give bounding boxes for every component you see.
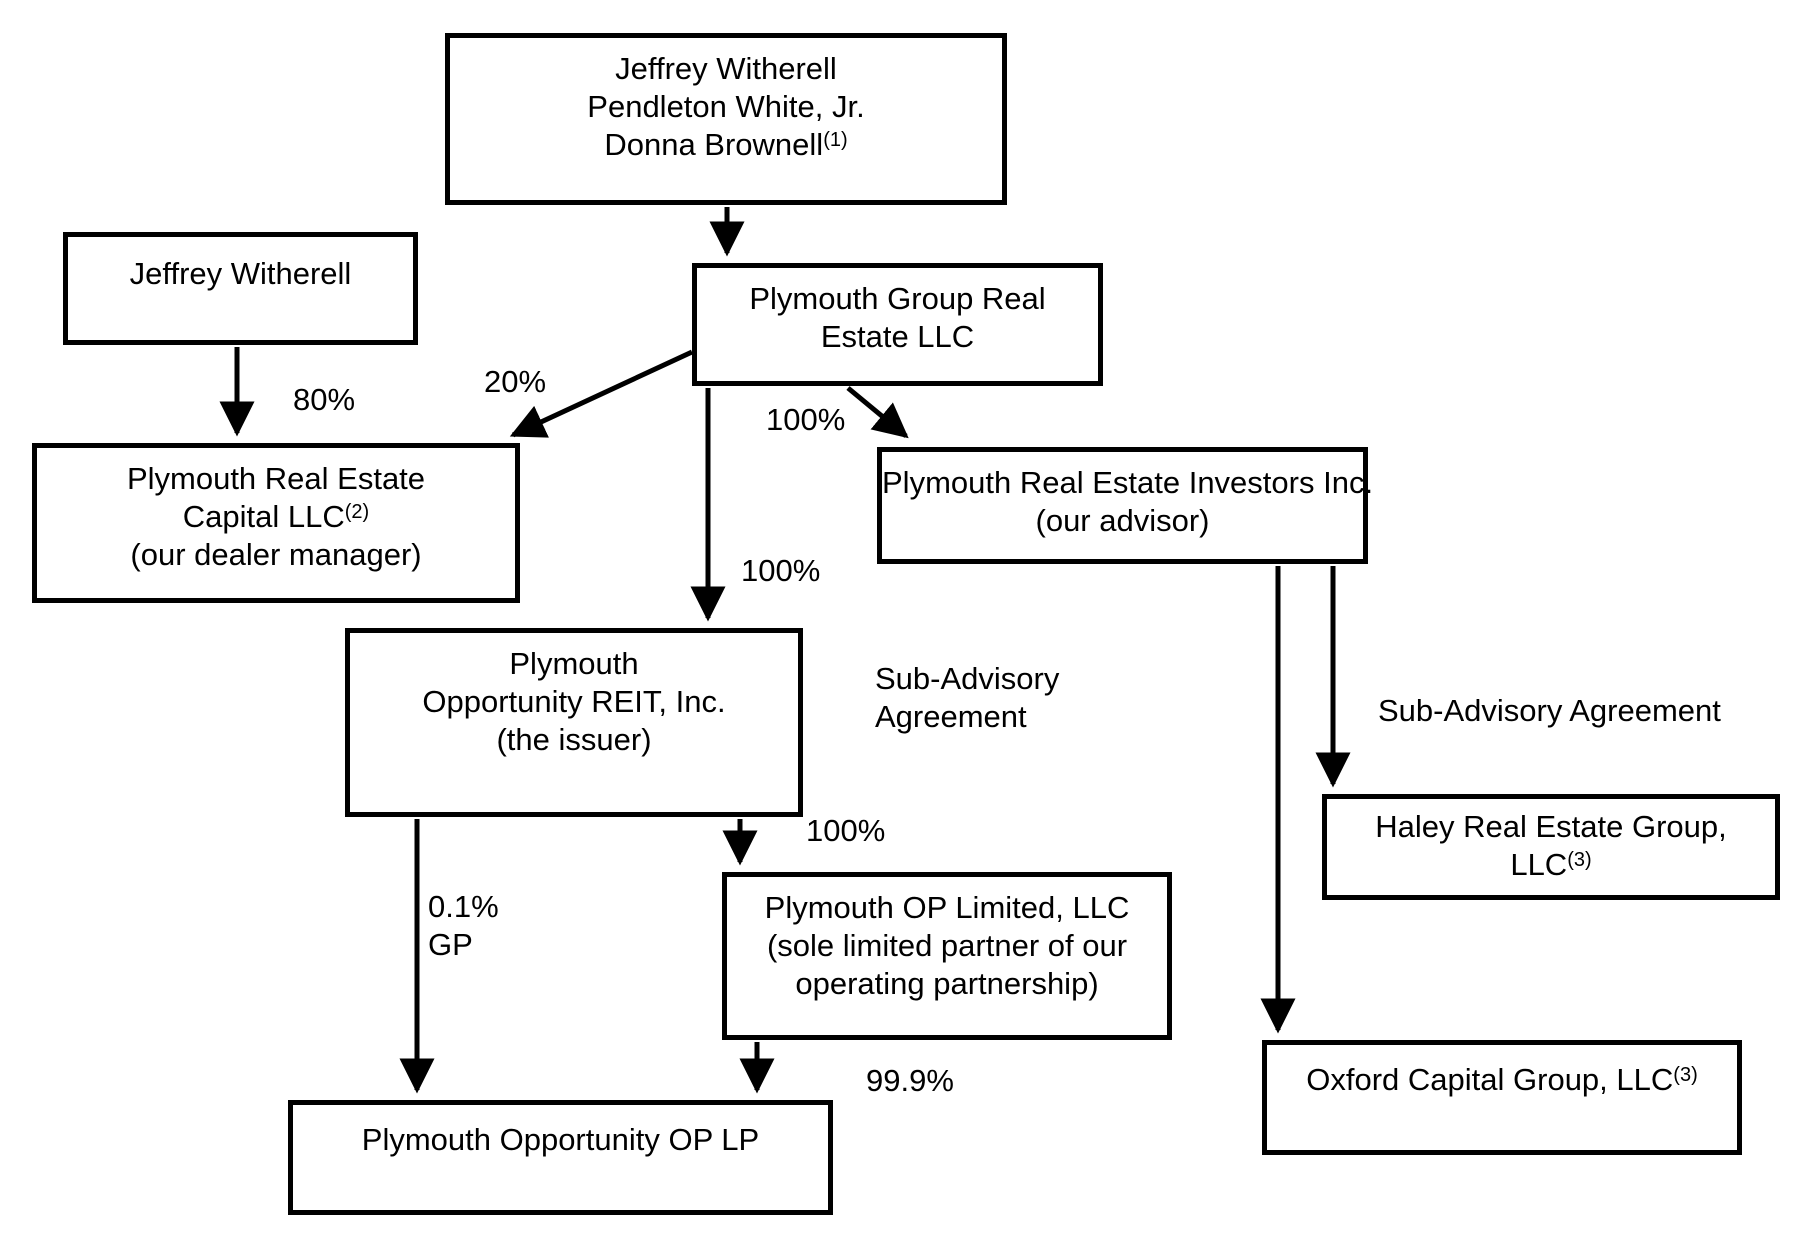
arrow-group-to-capital: [509, 349, 694, 438]
footnote-ref-3-haley: (3): [1567, 849, 1592, 871]
edge-label-sub-advisory-left-line1: Sub-Advisory: [875, 661, 1060, 696]
node-haley-line2: LLC(3): [1510, 847, 1592, 882]
node-op-limited-line1: Plymouth OP Limited, LLC: [764, 890, 1130, 925]
node-reit: Plymouth Opportunity REIT, Inc. (the iss…: [345, 628, 803, 817]
node-reit-line3: (the issuer): [496, 722, 652, 757]
edge-label-sub-advisory-left-line2: Agreement: [875, 699, 1027, 734]
node-haley-line1: Haley Real Estate Group,: [1375, 809, 1727, 844]
edge-label-80pct: 80%: [293, 382, 356, 417]
node-plymouth-group-line1: Plymouth Group Real: [749, 281, 1046, 316]
node-op-limited-line2: (sole limited partner of our: [766, 928, 1128, 963]
node-witherell-line1: Jeffrey Witherell: [129, 256, 352, 291]
edge-label-sub-advisory-left: Sub-Advisory Agreement: [875, 660, 1059, 736]
edge-label-100pct-op-limited: 100%: [806, 813, 886, 848]
edge-label-100pct-investors: 100%: [766, 402, 846, 437]
node-principals-line2: Pendleton White, Jr.: [587, 89, 865, 124]
edge-label-01pct-gp: 0.1% GP: [428, 888, 499, 964]
edge-label-01pct: 0.1%: [428, 889, 499, 924]
node-investors-line2: (our advisor): [1035, 503, 1210, 538]
footnote-ref-3-oxford: (3): [1673, 1064, 1698, 1086]
node-op-limited: Plymouth OP Limited, LLC (sole limited p…: [722, 872, 1172, 1040]
node-op-lp-line1: Plymouth Opportunity OP LP: [361, 1122, 760, 1157]
node-investors: Plymouth Real Estate Investors Inc. (our…: [877, 447, 1374, 564]
edge-label-sub-advisory-right: Sub-Advisory Agreement: [1378, 693, 1721, 728]
edge-label-999pct: 99.9%: [866, 1063, 954, 1098]
footnote-ref-2: (2): [344, 501, 370, 523]
node-oxford: Oxford Capital Group, LLC(3): [1262, 1040, 1742, 1155]
edge-label-20pct: 20%: [484, 364, 547, 399]
node-oxford-line1: Oxford Capital Group, LLC(3): [1306, 1062, 1698, 1097]
edge-label-100pct-reit: 100%: [741, 553, 821, 588]
node-capital-line2: Capital LLC(2): [182, 499, 370, 534]
node-op-limited-line3: operating partnership): [795, 966, 1099, 1001]
node-principals-line1: Jeffrey Witherell: [615, 51, 837, 86]
edge-label-gp: GP: [428, 927, 473, 962]
node-principals-line3: Donna Brownell(1): [604, 127, 848, 162]
node-capital: Plymouth Real Estate Capital LLC(2) (our…: [32, 443, 520, 603]
node-reit-line1: Plymouth: [509, 646, 639, 681]
node-plymouth-group-line2: Estate LLC: [820, 319, 975, 354]
node-haley: Haley Real Estate Group, LLC(3): [1322, 794, 1780, 900]
node-witherell: Jeffrey Witherell: [63, 232, 418, 345]
node-reit-line2: Opportunity REIT, Inc.: [422, 684, 726, 719]
node-principals: Jeffrey Witherell Pendleton White, Jr. D…: [445, 33, 1007, 205]
footnote-ref-1: (1): [823, 129, 848, 151]
node-capital-line3: (our dealer manager): [130, 537, 422, 572]
arrow-group-to-investors: [846, 386, 909, 439]
node-plymouth-group: Plymouth Group Real Estate LLC: [692, 263, 1103, 386]
node-capital-line1: Plymouth Real Estate: [126, 461, 426, 496]
node-op-lp: Plymouth Opportunity OP LP: [288, 1100, 833, 1215]
node-investors-line1: Plymouth Real Estate Investors Inc.: [882, 465, 1374, 500]
